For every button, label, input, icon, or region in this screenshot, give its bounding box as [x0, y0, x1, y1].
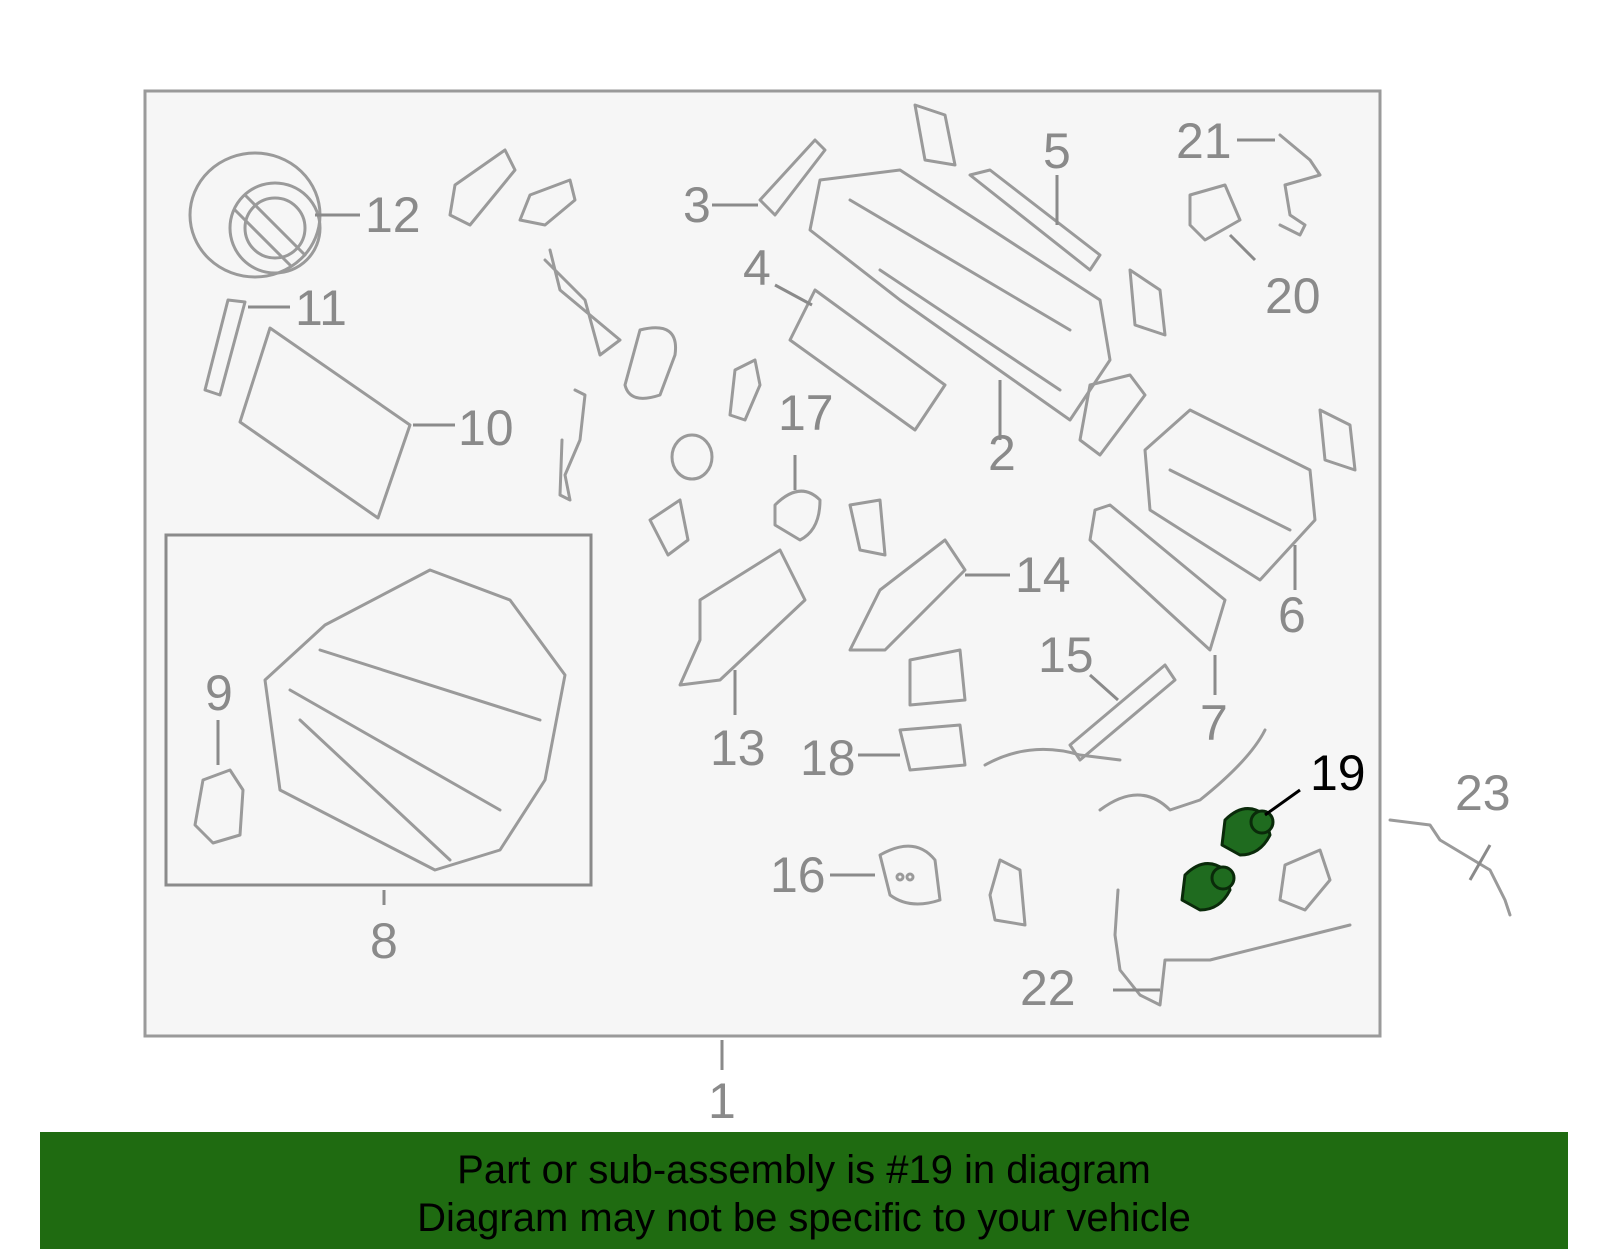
callout-6: 6	[1278, 587, 1306, 643]
part-clip-d	[908, 648, 967, 707]
part-clip-b	[648, 498, 690, 557]
callout-20: 20	[1265, 268, 1321, 324]
part-bracket-c	[913, 103, 957, 167]
callout-22: 22	[1020, 960, 1076, 1016]
part-seal-right	[1078, 373, 1147, 457]
part-clip-c	[848, 498, 887, 557]
part-pipe-a	[983, 747, 1122, 767]
part-5-seal[interactable]	[968, 168, 1102, 272]
part-13-duct[interactable]	[678, 548, 807, 687]
callout-8: 8	[370, 913, 398, 969]
part-21-harness[interactable]	[1278, 133, 1322, 237]
part-clip-a	[728, 358, 762, 422]
part-bracket-a	[448, 148, 517, 227]
part-22-harness[interactable]	[1113, 888, 1352, 1007]
callout-10: 10	[458, 400, 514, 456]
callout-19: 19	[1310, 745, 1366, 801]
callout-18: 18	[800, 730, 856, 786]
part-14-duct[interactable]	[848, 538, 967, 652]
callout-7: 7	[1200, 695, 1228, 751]
part-link-rod	[543, 248, 622, 357]
part-6-heater-case[interactable]	[1143, 408, 1317, 582]
callout-5: 5	[1043, 123, 1071, 179]
part-pipe-b	[1098, 728, 1267, 812]
part-23-harness[interactable]	[1388, 818, 1512, 917]
callout-13: 13	[710, 720, 766, 776]
callout-1: 1	[708, 1073, 736, 1129]
banner-line-1: Part or sub-assembly is #19 in diagram	[457, 1148, 1151, 1192]
part-16-motor[interactable]	[878, 844, 942, 906]
banner-line-2: Diagram may not be specific to your vehi…	[417, 1196, 1191, 1240]
part-16-hole-a	[895, 872, 905, 882]
callout-15: 15	[1038, 627, 1094, 683]
part-lever	[558, 388, 587, 502]
part-10-filter[interactable]	[238, 326, 412, 520]
part-gasket	[623, 326, 678, 400]
callout-2: 2	[988, 425, 1016, 481]
callout-14: 14	[1015, 547, 1071, 603]
part-bracket-d	[1128, 268, 1167, 337]
callout-9: 9	[205, 665, 233, 721]
info-banner: Part or sub-assembly is #19 in diagram D…	[40, 1132, 1568, 1249]
part-18-bracket[interactable]	[898, 723, 967, 772]
part-7-gasket[interactable]	[1088, 503, 1227, 652]
callout-21: 21	[1176, 113, 1232, 169]
part-12-blower-motor[interactable]	[188, 151, 322, 279]
part-bracket-f	[988, 858, 1027, 927]
part-bracket-e	[1318, 408, 1357, 472]
part-bracket-b	[518, 178, 577, 227]
part-16-hole-b	[905, 872, 915, 882]
callout-23: 23	[1455, 765, 1511, 821]
leader-lines	[216, 138, 1492, 1070]
part-clip-g	[1278, 848, 1332, 912]
part-9-valve[interactable]	[193, 768, 245, 845]
part-4-filter-frame[interactable]	[788, 288, 947, 432]
part-8-heater-unit[interactable]	[263, 568, 567, 872]
part-17-actuator[interactable]	[773, 489, 822, 542]
part-grommet	[670, 433, 714, 481]
callout-17: 17	[778, 385, 834, 441]
callout-3: 3	[683, 177, 711, 233]
part-19-highlighted[interactable]	[1180, 807, 1275, 912]
callout-11: 11	[295, 280, 347, 336]
callout-16: 16	[770, 847, 826, 903]
callout-4: 4	[743, 240, 771, 296]
part-20-sensor[interactable]	[1188, 183, 1242, 242]
part-3-seal[interactable]	[758, 138, 827, 217]
part-19-cap-a	[1249, 809, 1275, 835]
part-11-seal[interactable]	[203, 298, 247, 397]
callout-12: 12	[365, 187, 421, 243]
subassembly-frame-8	[164, 533, 593, 887]
part-19-cap-b	[1210, 865, 1236, 891]
